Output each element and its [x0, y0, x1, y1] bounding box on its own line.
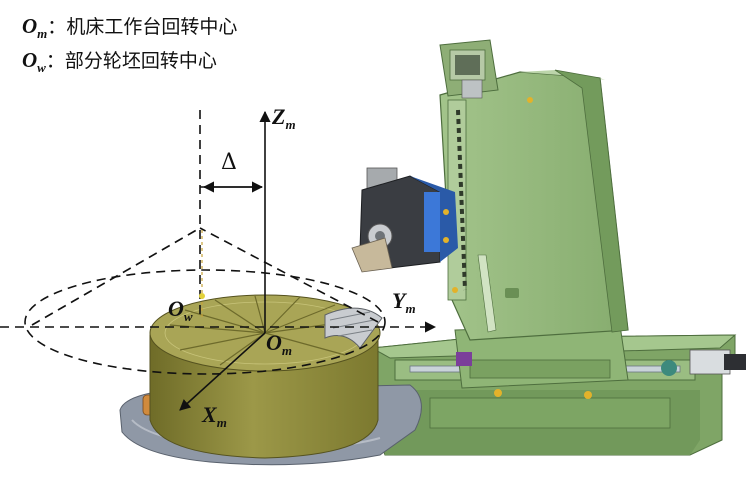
- x-axis-arrow: [179, 332, 266, 411]
- z-axis-label: Zm: [272, 104, 296, 132]
- ow-point-marker: [199, 293, 205, 299]
- om-point-label: Om: [266, 330, 293, 358]
- legend-om-separator: ：: [47, 16, 67, 38]
- z-axis-motor: [439, 39, 499, 99]
- offset-delta-label: Δ: [221, 150, 237, 175]
- legend-om: Om：机床工作台回转中心: [22, 12, 237, 42]
- machine-column: [439, 69, 629, 341]
- rotation-geometry: [24, 110, 386, 375]
- spindle-head: [351, 167, 458, 273]
- legend-ow-symbol: Ow: [22, 48, 46, 76]
- legend-om-symbol: Om: [22, 14, 48, 42]
- ow-point-label: Ow: [168, 296, 193, 324]
- x-axis-label: Xm: [202, 402, 227, 430]
- legend-ow-separator: ：: [45, 50, 65, 72]
- legend-ow: Ow：部分轮坯回转中心: [22, 46, 217, 76]
- y-axis-label: Ym: [392, 288, 416, 316]
- legend-om-text: 机床工作台回转中心: [66, 16, 238, 38]
- coordinate-axes: [0, 110, 437, 411]
- legend-ow-text: 部分轮坯回转中心: [64, 50, 217, 72]
